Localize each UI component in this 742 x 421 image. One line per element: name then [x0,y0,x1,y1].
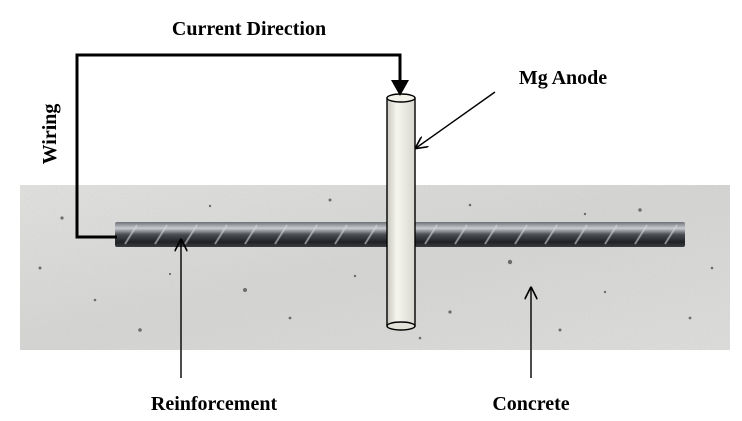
reinforcement-label: Reinforcement [151,393,278,415]
wiring-label: Wiring [39,104,61,165]
rebar-rib [664,224,678,245]
rebar-rib [304,224,318,245]
concrete-label: Concrete [492,393,569,415]
rebar-rib [514,224,528,245]
rebar-rib [454,224,468,245]
concrete-pores [38,198,714,340]
rebar-rib [574,224,588,245]
rebar-rib [634,224,648,245]
current-direction-label: Current Direction [172,18,326,40]
rebar-rib [244,224,258,245]
current-direction-arrowhead [391,80,409,96]
rebar-ribs [124,224,678,245]
rebar-rib [154,224,168,245]
rebar-rib [214,224,228,245]
wiring-loop [75,53,402,239]
rebar-rib [604,224,618,245]
rebar-rib [124,224,138,245]
mg-anode-pointer-arrow [416,91,496,148]
rebar-rib [544,224,558,245]
mg-anode-label: Mg Anode [519,67,607,89]
rebar-rib [484,224,498,245]
concrete-slab [20,185,730,350]
rebar-rib [364,224,378,245]
rebar-rib [334,224,348,245]
mg-anode-rod [386,93,416,331]
rebar-rib [424,224,438,245]
rebar-rib [274,224,288,245]
